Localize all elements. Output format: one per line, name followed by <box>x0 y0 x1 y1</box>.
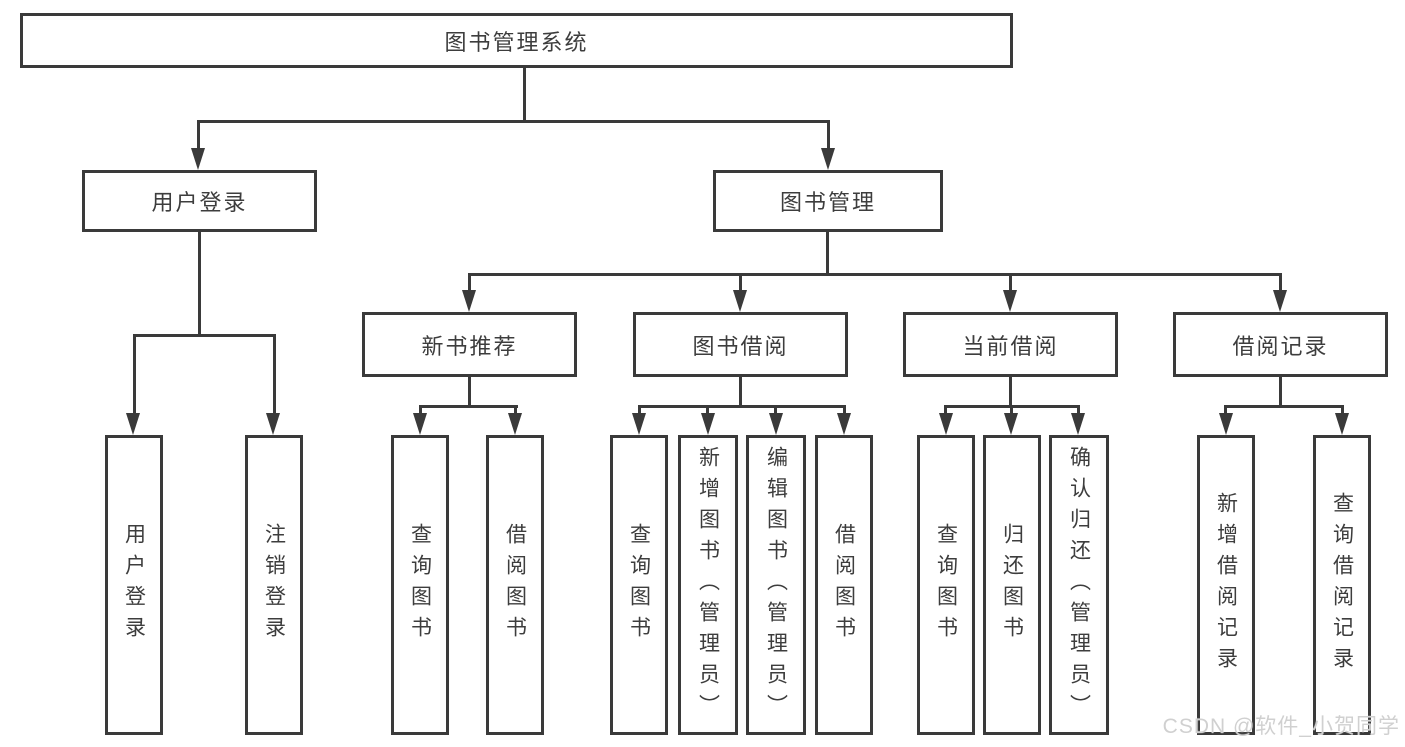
arrow-down-icon <box>939 413 953 435</box>
arrow-down-icon <box>413 413 427 435</box>
connector-leaf-shaft <box>638 405 641 418</box>
node-root-label: 图书管理系统 <box>444 29 589 55</box>
connector-section-stem <box>739 377 742 408</box>
leaf-borrow-books-recommend: 借阅图书 <box>486 435 544 735</box>
leaf-user-login-label: 用户登录 <box>122 523 146 647</box>
arrow-down-icon <box>701 413 715 435</box>
leaf-borrow-books-borrow: 借阅图书 <box>815 435 873 735</box>
leaf-query-borrow-record: 查询借阅记录 <box>1313 435 1371 735</box>
arrow-down-icon <box>1335 413 1349 435</box>
leaf-edit-book-admin-label: 编辑图书（管理员） <box>764 445 788 725</box>
leaf-logout-label: 注销登录 <box>262 523 286 647</box>
arrow-down-icon <box>769 413 783 435</box>
connector-section-stem <box>1009 377 1012 408</box>
arrow-down-icon <box>462 290 476 312</box>
node-book-borrow-label: 图书借阅 <box>692 333 789 359</box>
leaf-query-books-recommend: 查询图书 <box>391 435 449 735</box>
connector-user-login-crossbar <box>133 334 276 337</box>
connector-leaf-shaft <box>706 405 709 418</box>
connector-section-crossbar <box>419 405 518 408</box>
arrow-down-icon <box>837 413 851 435</box>
leaf-query-books-current: 查询图书 <box>917 435 975 735</box>
leaf-add-borrow-record: 新增借阅记录 <box>1197 435 1255 735</box>
arrow-down-icon <box>1071 413 1085 435</box>
leaf-query-books-recommend-label: 查询图书 <box>408 523 432 647</box>
connector-leaf-shaft <box>514 405 517 418</box>
arrow-down-icon <box>191 148 205 170</box>
leaf-query-books-borrow: 查询图书 <box>610 435 668 735</box>
connector-leaf-shaft <box>1077 405 1080 418</box>
connector-user-login-shaft <box>197 120 200 152</box>
leaf-return-books: 归还图书 <box>983 435 1041 735</box>
connector-book-mgmt-stem <box>826 232 829 276</box>
node-user-login-label: 用户登录 <box>151 190 248 215</box>
node-new-book-recommend: 新书推荐 <box>362 312 577 377</box>
leaf-add-borrow-record-label: 新增借阅记录 <box>1214 492 1238 678</box>
connector-root-crossbar <box>197 120 830 123</box>
leaf-return-books-label: 归还图书 <box>1000 523 1024 647</box>
arrow-down-icon <box>508 413 522 435</box>
connector-leaf-shaft <box>843 405 846 418</box>
connector-section-shaft <box>739 273 742 295</box>
arrow-down-icon <box>1219 413 1233 435</box>
node-current-borrow: 当前借阅 <box>903 312 1118 377</box>
arrow-down-icon <box>733 290 747 312</box>
leaf-confirm-return-admin: 确认归还（管理员） <box>1049 435 1109 735</box>
connector-user-login-stem <box>198 232 201 337</box>
connector-book-mgmt-crossbar <box>468 273 1281 276</box>
node-root: 图书管理系统 <box>20 13 1013 68</box>
connector-leaf-shaft <box>1224 405 1227 418</box>
connector-section-stem <box>468 377 471 408</box>
leaf-user-login: 用户登录 <box>105 435 163 735</box>
node-new-book-recommend-label: 新书推荐 <box>421 333 518 359</box>
node-borrow-records: 借阅记录 <box>1173 312 1388 377</box>
arrow-down-icon <box>1273 290 1287 312</box>
arrow-down-icon <box>821 148 835 170</box>
connector-book-mgmt-shaft <box>827 120 830 152</box>
connector-section-crossbar <box>1224 405 1344 408</box>
leaf-logout: 注销登录 <box>245 435 303 735</box>
connector-leaf-shaft <box>774 405 777 418</box>
connector-leaf-shaft <box>133 334 136 417</box>
connector-section-crossbar <box>638 405 846 408</box>
connector-leaf-shaft <box>944 405 947 418</box>
connector-root-stem <box>523 68 526 120</box>
connector-leaf-shaft <box>1341 405 1344 418</box>
leaf-confirm-return-admin-label: 确认归还（管理员） <box>1067 445 1091 725</box>
leaf-query-books-current-label: 查询图书 <box>934 523 958 647</box>
node-user-login: 用户登录 <box>82 170 317 232</box>
node-book-management-label: 图书管理 <box>779 190 876 215</box>
node-book-borrow: 图书借阅 <box>633 312 848 377</box>
arrow-down-icon <box>266 413 280 435</box>
arrow-down-icon <box>1003 290 1017 312</box>
arrow-down-icon <box>126 413 140 435</box>
leaf-borrow-books-recommend-label: 借阅图书 <box>503 523 527 647</box>
connector-leaf-shaft <box>273 334 276 417</box>
leaf-add-book-admin-label: 新增图书（管理员） <box>696 445 720 725</box>
connector-leaf-shaft <box>1010 405 1013 418</box>
leaf-borrow-books-borrow-label: 借阅图书 <box>832 523 856 647</box>
watermark: CSDN @软件_小贺同学 <box>1162 715 1400 738</box>
node-borrow-records-label: 借阅记录 <box>1232 333 1329 359</box>
leaf-edit-book-admin: 编辑图书（管理员） <box>746 435 806 735</box>
leaf-query-borrow-record-label: 查询借阅记录 <box>1330 492 1354 678</box>
connector-section-shaft <box>1009 273 1012 295</box>
arrow-down-icon <box>1004 413 1018 435</box>
connector-leaf-shaft <box>419 405 422 418</box>
leaf-add-book-admin: 新增图书（管理员） <box>678 435 738 735</box>
connector-section-shaft <box>468 273 471 295</box>
connector-section-shaft <box>1279 273 1282 295</box>
node-book-management: 图书管理 <box>713 170 943 232</box>
arrow-down-icon <box>632 413 646 435</box>
node-current-borrow-label: 当前借阅 <box>962 333 1059 359</box>
connector-section-stem <box>1279 377 1282 408</box>
leaf-query-books-borrow-label: 查询图书 <box>627 523 651 647</box>
